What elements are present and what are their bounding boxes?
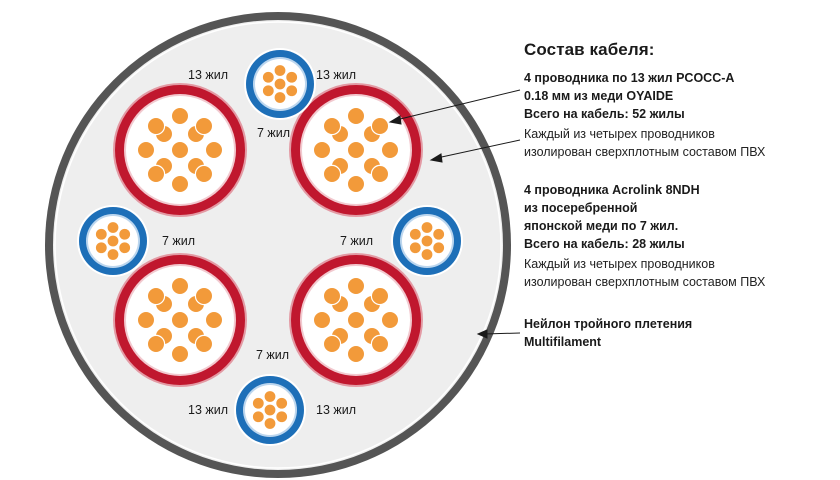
strand	[263, 389, 277, 404]
strand	[346, 344, 366, 364]
strand	[136, 140, 156, 160]
strand	[136, 310, 156, 330]
label-13-top-right: 13 жил	[316, 68, 356, 82]
conductor-small-right	[391, 205, 463, 277]
strand	[370, 286, 390, 306]
legend-block-braid: Нейлон тройного плетения Multifilament	[524, 315, 824, 351]
strand	[346, 106, 366, 126]
strand	[204, 310, 224, 330]
strand	[146, 116, 166, 136]
arrow-to-braid	[483, 332, 521, 335]
strand	[285, 84, 299, 98]
strand	[251, 410, 265, 424]
strand	[146, 164, 166, 184]
strand	[346, 276, 366, 296]
strand	[263, 403, 277, 417]
label-13-bottom-right: 13 жил	[316, 403, 356, 417]
strand	[106, 234, 120, 248]
strand	[275, 410, 289, 424]
conductor-large-top-left	[113, 83, 247, 217]
strand	[194, 286, 214, 306]
arrow-to-insulation	[436, 139, 521, 159]
braid-description: Нейлон тройного плетения Multifilament	[524, 317, 693, 349]
strand	[432, 241, 446, 255]
label-7-bottom: 7 жил	[256, 348, 289, 362]
strand	[251, 396, 265, 410]
strand	[118, 227, 132, 241]
strand	[273, 63, 287, 78]
label-7-right: 7 жил	[340, 234, 373, 248]
strand	[370, 334, 390, 354]
strand	[408, 241, 422, 255]
strand	[420, 234, 434, 248]
cable-legend: Состав кабеля: 4 проводника по 13 жил PC…	[524, 40, 824, 364]
jacket-inner-line	[54, 21, 502, 469]
strand	[346, 140, 366, 160]
strand	[170, 106, 190, 126]
strand	[106, 220, 120, 235]
strand	[170, 276, 190, 296]
label-7-left: 7 жил	[162, 234, 195, 248]
strand	[146, 334, 166, 354]
label-7-top: 7 жил	[257, 126, 290, 140]
conductor-small-bottom	[234, 374, 306, 446]
conductor-large-top-right	[289, 83, 423, 217]
strand	[194, 334, 214, 354]
legend-title: Состав кабеля:	[524, 40, 655, 59]
conductor-large-bottom-left	[113, 253, 247, 387]
pointer-arrows	[388, 89, 521, 339]
strand	[261, 84, 275, 98]
strand	[94, 241, 108, 255]
conductor-a-note: Каждый из четырех проводников изолирован…	[524, 127, 766, 159]
conductor-small-left	[77, 205, 149, 277]
strand	[312, 310, 332, 330]
strand	[273, 77, 287, 91]
legend-block-conductor-a: 4 проводника по 13 жил PCOCC-A 0.18 мм и…	[524, 69, 824, 161]
label-13-top-left: 13 жил	[188, 68, 228, 82]
strand	[204, 140, 224, 160]
conductor-large-bottom-right	[289, 253, 423, 387]
label-13-bottom-left: 13 жил	[188, 403, 228, 417]
strand	[263, 416, 277, 431]
strand	[380, 140, 400, 160]
conductor-small-top	[244, 48, 316, 120]
strand	[106, 247, 120, 262]
strand	[322, 334, 342, 354]
strand	[346, 174, 366, 194]
strand	[170, 174, 190, 194]
strand	[194, 116, 214, 136]
strand	[194, 164, 214, 184]
arrow-to-strand	[395, 89, 521, 121]
conductor-a-description: 4 проводника по 13 жил PCOCC-A 0.18 мм и…	[524, 71, 735, 121]
strand	[432, 227, 446, 241]
strand	[346, 310, 366, 330]
arrow-to-braid-head	[476, 329, 488, 339]
strand	[370, 164, 390, 184]
strand	[322, 116, 342, 136]
strand	[420, 220, 434, 235]
strand	[273, 90, 287, 105]
strand	[408, 227, 422, 241]
strand	[285, 70, 299, 84]
arrow-to-insulation-head	[429, 153, 443, 163]
strand	[322, 164, 342, 184]
strand	[170, 140, 190, 160]
conductor-b-note: Каждый из четырех проводников изолирован…	[524, 257, 766, 289]
strand	[380, 310, 400, 330]
strand	[170, 310, 190, 330]
legend-block-conductor-b: 4 проводника Acrolink 8NDH из посеребрен…	[524, 181, 824, 291]
strand	[146, 286, 166, 306]
strand	[94, 227, 108, 241]
strand	[170, 344, 190, 364]
strand	[312, 140, 332, 160]
conductor-b-description: 4 проводника Acrolink 8NDH из посеребрен…	[524, 183, 700, 251]
strand	[275, 396, 289, 410]
strand	[118, 241, 132, 255]
strand	[261, 70, 275, 84]
arrow-to-strand-head	[388, 115, 402, 125]
strand	[322, 286, 342, 306]
strand	[370, 116, 390, 136]
strand	[420, 247, 434, 262]
